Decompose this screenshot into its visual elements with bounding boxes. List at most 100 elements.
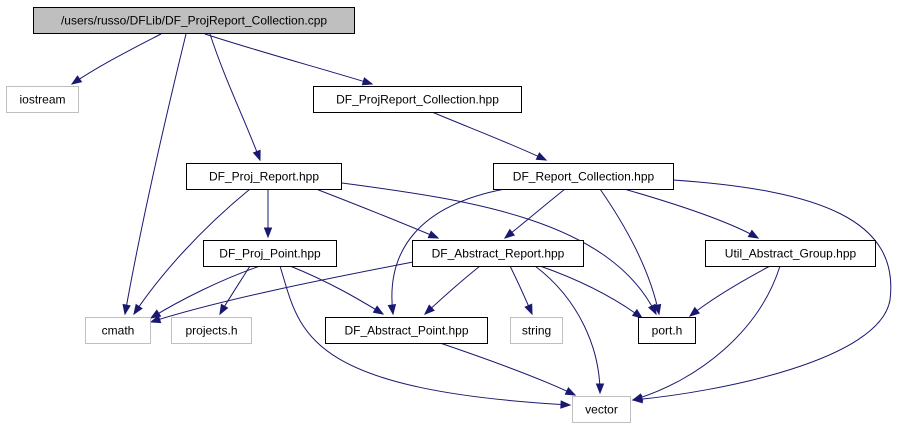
node-label: Util_Abstract_Group.hpp bbox=[725, 247, 857, 261]
edge-arrowhead bbox=[361, 77, 374, 86]
edge-line bbox=[150, 261, 414, 323]
edge-root-to-cmath bbox=[122, 33, 187, 316]
edge-root-to-prc_hpp bbox=[204, 33, 374, 86]
edge-abs_report-to-abs_point bbox=[423, 265, 481, 315]
edge-proj_report-to-cmath bbox=[133, 188, 251, 316]
node-port[interactable]: port.h bbox=[638, 317, 696, 344]
node-label: DF_Abstract_Report.hpp bbox=[432, 247, 565, 261]
edge-line bbox=[124, 33, 187, 315]
node-label: DF_Proj_Point.hpp bbox=[219, 247, 321, 261]
node-report-coll[interactable]: DF_Report_Collection.hpp bbox=[493, 163, 674, 190]
edge-arrowhead bbox=[652, 303, 662, 316]
node-label: iostream bbox=[19, 93, 65, 107]
edge-proj_point-to-cmath bbox=[149, 265, 261, 319]
node-box bbox=[171, 317, 252, 344]
edge-arrowhead bbox=[423, 304, 435, 315]
edge-report_coll-to-abs_point bbox=[387, 188, 506, 316]
edge-proj_report-to-abs_report bbox=[315, 188, 440, 239]
node-label: string bbox=[522, 324, 551, 338]
edge-arrowhead bbox=[560, 400, 572, 409]
node-label: port.h bbox=[652, 324, 683, 338]
node-abs-report[interactable]: DF_Abstract_Report.hpp bbox=[412, 240, 584, 267]
edge-line bbox=[391, 188, 506, 315]
edge-line bbox=[204, 33, 373, 85]
edge-line bbox=[289, 265, 384, 315]
node-box bbox=[85, 317, 151, 344]
edge-arrowhead bbox=[747, 229, 760, 239]
node-string: string bbox=[510, 317, 563, 344]
edge-arrowhead bbox=[535, 152, 548, 161]
edge-report_coll-to-port bbox=[599, 188, 662, 316]
node-box bbox=[510, 317, 563, 344]
node-label: DF_Proj_Report.hpp bbox=[209, 170, 319, 184]
node-proj-point[interactable]: DF_Proj_Point.hpp bbox=[203, 240, 337, 267]
node-box bbox=[203, 240, 337, 267]
edge-arrowhead bbox=[631, 393, 644, 402]
edge-line bbox=[689, 265, 771, 317]
edge-abs_point-to-vector bbox=[439, 342, 577, 396]
edge-report_coll-to-abs_report bbox=[503, 188, 566, 239]
edge-arrowhead bbox=[524, 303, 533, 316]
edge-line bbox=[599, 188, 660, 315]
edges-layer bbox=[70, 33, 892, 409]
edge-line bbox=[133, 188, 251, 315]
node-box bbox=[638, 317, 696, 344]
node-label: DF_Abstract_Point.hpp bbox=[344, 324, 468, 338]
node-util-group[interactable]: Util_Abstract_Group.hpp bbox=[705, 240, 876, 267]
edge-arrowhead bbox=[631, 308, 644, 319]
node-box bbox=[6, 86, 79, 113]
edge-line bbox=[504, 188, 566, 239]
edge-report_coll-to-util_group bbox=[623, 188, 760, 239]
edge-proj_point-to-vector bbox=[279, 265, 572, 409]
node-label: /users/russo/DFLib/DF_ProjReport_Collect… bbox=[61, 14, 327, 28]
edge-abs_report-to-port bbox=[539, 265, 644, 319]
edge-arrowhead bbox=[595, 383, 605, 395]
node-box bbox=[313, 86, 522, 113]
edge-line bbox=[539, 265, 643, 319]
edge-abs_report-to-vector bbox=[534, 265, 605, 395]
edge-arrowhead bbox=[387, 304, 397, 316]
edge-proj_point-to-projects bbox=[219, 265, 251, 316]
nodes-layer: /users/russo/DFLib/DF_ProjReport_Collect… bbox=[6, 7, 876, 423]
edge-line bbox=[150, 265, 261, 319]
edge-prc_hpp-to-report_coll bbox=[431, 111, 548, 161]
node-box bbox=[572, 396, 631, 423]
node-label: projects.h bbox=[185, 324, 237, 338]
edge-line bbox=[209, 33, 261, 161]
node-box bbox=[705, 240, 876, 267]
edge-line bbox=[632, 179, 892, 401]
edge-line bbox=[71, 33, 162, 85]
node-cmath: cmath bbox=[85, 317, 151, 344]
edge-arrowhead bbox=[133, 303, 143, 316]
edge-line bbox=[424, 265, 481, 315]
edge-report_coll-to-vector bbox=[631, 179, 892, 404]
node-proj-report[interactable]: DF_Proj_Report.hpp bbox=[186, 163, 342, 190]
edge-line bbox=[315, 188, 439, 239]
node-iostream: iostream bbox=[6, 86, 79, 113]
edge-util_group-to-vector bbox=[631, 265, 781, 402]
edge-line bbox=[439, 342, 576, 396]
node-label: cmath bbox=[102, 324, 135, 338]
edge-line bbox=[623, 188, 759, 239]
edge-arrowhead bbox=[219, 303, 229, 316]
edge-arrowhead bbox=[252, 149, 261, 162]
node-label: DF_Report_Collection.hpp bbox=[513, 170, 655, 184]
node-box bbox=[412, 240, 584, 267]
node-box bbox=[186, 163, 342, 190]
edge-line bbox=[431, 111, 547, 161]
node-box bbox=[33, 7, 355, 34]
edge-arrowhead bbox=[427, 230, 440, 239]
node-label: vector bbox=[585, 403, 618, 417]
node-prc-hpp[interactable]: DF_ProjReport_Collection.hpp bbox=[313, 86, 522, 113]
edge-arrowhead bbox=[263, 227, 273, 239]
node-abs-point[interactable]: DF_Abstract_Point.hpp bbox=[325, 317, 488, 344]
edge-line bbox=[632, 265, 781, 401]
edge-root-to-proj_report bbox=[209, 33, 261, 162]
edge-proj_report-to-proj_point bbox=[263, 189, 273, 239]
edge-arrowhead bbox=[149, 315, 162, 324]
edge-abs_report-to-cmath bbox=[149, 261, 414, 324]
node-vector: vector bbox=[572, 396, 631, 423]
edge-line bbox=[279, 265, 571, 406]
node-projects: projects.h bbox=[171, 317, 252, 344]
